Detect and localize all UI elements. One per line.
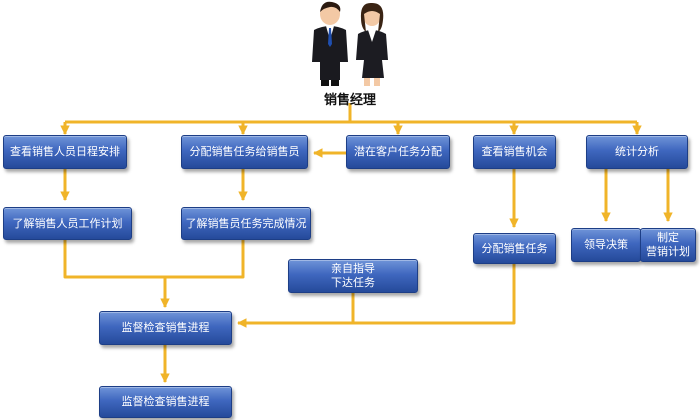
business-people-icon [312, 1, 388, 86]
box-check-schedule[interactable]: 查看销售人员日程安排 [3, 135, 127, 169]
arrow-distribute-to-monitor [237, 264, 516, 328]
box-view-opportunities[interactable]: 查看销售机会 [473, 135, 556, 169]
box-marketing-plan[interactable]: 制定 营销计划 [640, 228, 696, 262]
box-monitor-progress-2[interactable]: 监督检查销售进程 [99, 386, 232, 418]
box-statistics[interactable]: 统计分析 [586, 135, 688, 169]
box-work-plan[interactable]: 了解销售人员工作计划 [3, 207, 132, 240]
box-potential-clients[interactable]: 潜在客户任务分配 [346, 135, 450, 169]
merge-line-left [63, 240, 245, 279]
box-personal-guidance[interactable]: 亲自指导 下达任务 [288, 259, 418, 293]
box-leader-decision[interactable]: 领导决策 [571, 228, 641, 262]
box-monitor-progress[interactable]: 监督检查销售进程 [99, 311, 232, 345]
box-assign-tasks[interactable]: 分配销售任务给销售员 [181, 135, 308, 169]
box-task-completion[interactable]: 了解销售员任务完成情况 [181, 207, 311, 240]
manager-title: 销售经理 [323, 93, 376, 108]
box-distribute-tasks[interactable]: 分配销售任务 [473, 233, 556, 264]
